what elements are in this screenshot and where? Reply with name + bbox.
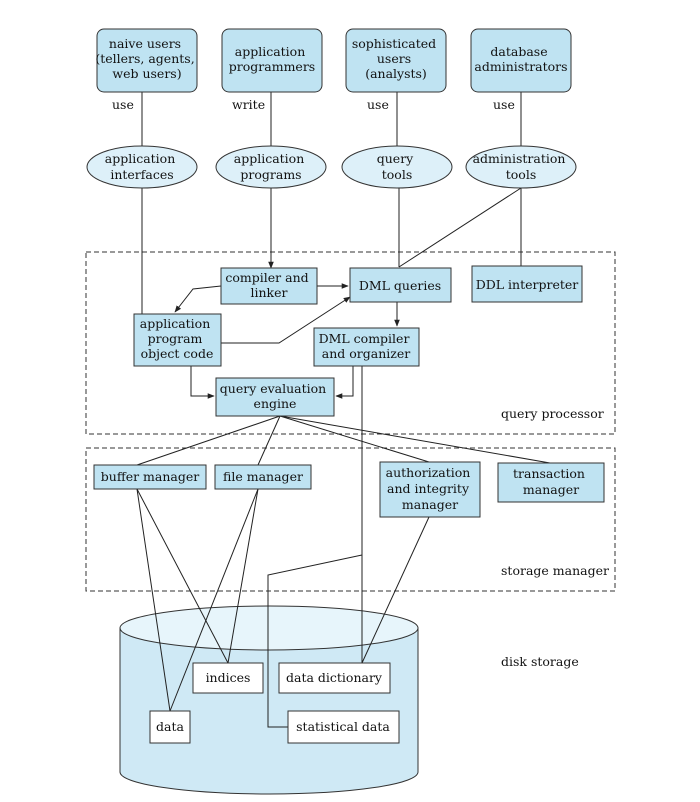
query-tools-ellipse: query tools [341, 145, 453, 189]
svg-text:application interfaces: application interfaces [105, 151, 180, 182]
dml-queries-box: DML queries [349, 267, 452, 303]
storage-manager-label: storage manager [501, 563, 609, 578]
arrow-compiler-to-object-code [174, 285, 222, 313]
administration-tools-ellipse: administration tools [465, 145, 577, 189]
indices-box: indices [192, 662, 264, 694]
line-admin-tools-to-dml [398, 187, 522, 268]
disk-storage-cylinder [119, 605, 419, 795]
line-engine-to-buffer [136, 415, 281, 466]
dml-compiler-box: DML compiler and organizer [313, 327, 420, 367]
connectors [136, 92, 551, 728]
arrow-object-code-to-engine [190, 366, 215, 399]
svg-text:query tools: query tools [377, 151, 417, 182]
file-manager-box: file manager [214, 464, 312, 490]
use-label-naive: use [112, 97, 134, 112]
svg-text:indices: indices [206, 670, 251, 685]
svg-text:statistical data: statistical data [296, 719, 390, 734]
svg-text:query evaluation engine: query evaluation engine [220, 381, 330, 411]
write-label: write [232, 97, 265, 112]
svg-text:DML compiler and organiz: DML compiler and organizer [319, 331, 414, 361]
svg-text:authorization and integr: authorization and integrity manager [386, 465, 475, 512]
svg-text:DML queries: DML queries [359, 278, 441, 293]
authorization-integrity-manager-box: authorization and integrity manager [379, 461, 481, 518]
line-engine-to-transaction [279, 415, 551, 464]
line-engine-to-file [257, 415, 281, 466]
svg-text:application programs: application programs [234, 151, 309, 182]
svg-text:administration tools: administration tools [473, 151, 570, 182]
svg-text:data: data [156, 719, 184, 734]
svg-text:data dictionary: data dictionary [286, 670, 383, 685]
compiler-and-linker-box: compiler and linker [220, 267, 318, 305]
disk-storage-label: disk storage [501, 654, 579, 669]
line-buffer-to-indices [136, 488, 229, 664]
application-programmers-label: application programmers [229, 44, 315, 74]
database-administrators-box: database administrators [470, 28, 572, 93]
query-processor-label: query processor [501, 406, 604, 421]
arrow-object-code-to-dml [221, 296, 351, 344]
data-dictionary-box: data dictionary [278, 662, 391, 694]
query-processor-region [85, 251, 616, 435]
line-file-to-indices [227, 488, 259, 664]
buffer-manager-box: buffer manager [93, 464, 207, 490]
line-file-to-data [169, 488, 259, 712]
svg-text:buffer manager: buffer manager [101, 469, 199, 484]
storage-manager-region [85, 447, 616, 592]
line-engine-to-auth [279, 415, 430, 463]
arrow-dml-compiler-to-engine [335, 366, 354, 399]
use-label-sophisticated: use [367, 97, 389, 112]
application-program-object-code-box: application program object code [133, 313, 222, 367]
line-auth-to-dictionary [361, 516, 430, 664]
line-buffer-to-data [136, 488, 171, 712]
sophisticated-users-box: sophisticated users (analysts) [345, 28, 447, 93]
application-interfaces-ellipse: application interfaces [86, 145, 198, 189]
statistical-data-box: statistical data [287, 710, 400, 744]
svg-text:application program: application program object code [140, 316, 215, 361]
svg-text:compiler and linker: compiler and linker [225, 270, 312, 300]
svg-text:transaction manager: transaction manager [513, 466, 589, 497]
svg-text:file manager: file manager [223, 469, 303, 484]
line-to-statistical-data [267, 554, 363, 728]
query-evaluation-engine-box: query evaluation engine [215, 377, 335, 417]
data-box: data [149, 710, 191, 744]
application-programs-ellipse: application programs [215, 145, 327, 189]
sophisticated-users-label: sophisticated users (analysts) [352, 36, 440, 81]
svg-text:DDL interpreter: DDL interpreter [476, 277, 579, 292]
use-label-dba: use [493, 97, 515, 112]
naive-users-box: naive users (tellers, agents, web users) [95, 28, 198, 93]
naive-users-label: naive users (tellers, agents, web users) [95, 36, 198, 81]
database-administrators-label: database administrators [474, 44, 567, 74]
ddl-interpreter-box: DDL interpreter [471, 265, 583, 303]
transaction-manager-box: transaction manager [497, 462, 605, 503]
application-programmers-box: application programmers [221, 28, 323, 93]
